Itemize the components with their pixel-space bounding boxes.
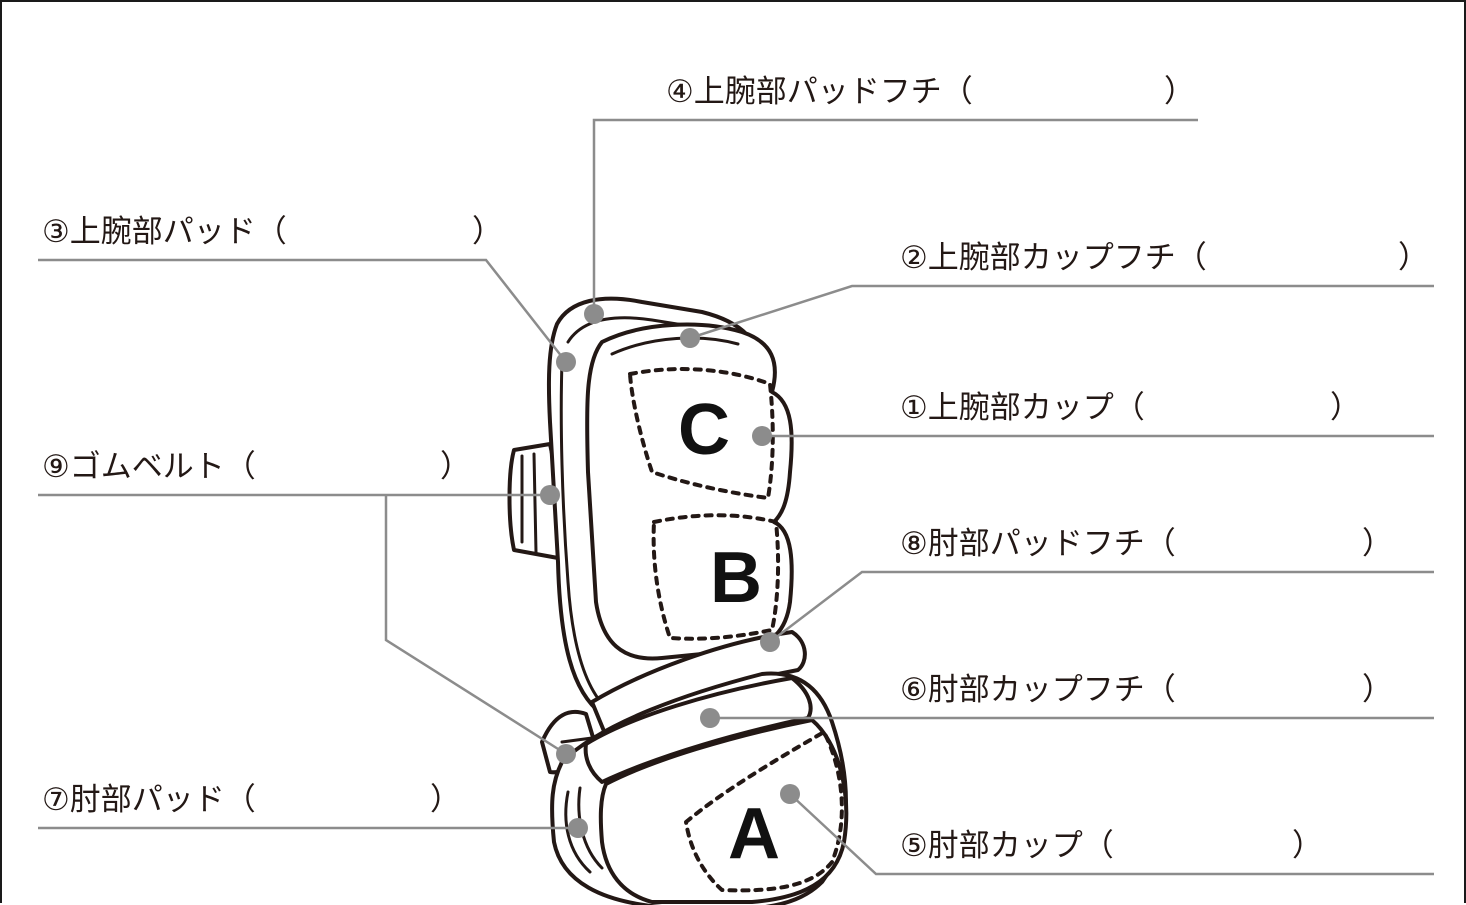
- label-number: ②: [900, 240, 928, 276]
- paren-upper-arm-cup-rim: ）: [1398, 240, 1429, 276]
- label-text: 上腕部パッドフチ（: [693, 74, 973, 110]
- label-number: ⑦: [42, 782, 70, 818]
- label-upper-arm-pad-rim: ④上腕部パッドフチ（: [666, 74, 973, 110]
- label-upper-arm-pad: ③上腕部パッド（: [42, 214, 287, 250]
- label-text: 上腕部カップ（: [927, 390, 1145, 426]
- dot-elbow-pad: [568, 818, 588, 838]
- label-elbow-pad-rim: ⑧肘部パッドフチ（: [900, 526, 1176, 562]
- label-number: ①: [900, 390, 928, 426]
- label-rubber-belt: ⑨ゴムベルト（: [42, 449, 256, 485]
- label-upper-arm-cup-rim: ②上腕部カップフチ（: [900, 240, 1207, 276]
- dot-upper-arm-pad-rim: [584, 304, 604, 324]
- dot-upper-arm-cup-rim: [680, 328, 700, 348]
- label-text: 肘部パッドフチ（: [927, 526, 1176, 562]
- leader-upper-arm-pad: [38, 258, 567, 363]
- paren-upper-arm-cup: ）: [1330, 390, 1361, 426]
- upper-arm-cup-rim-line: [610, 336, 740, 356]
- dot-elbow-cup-rim: [700, 708, 720, 728]
- label-text: 上腕部パッド（: [69, 214, 287, 250]
- label-number: ⑥: [900, 672, 928, 708]
- label-text: ゴムベルト（: [69, 449, 256, 485]
- zone-b-outline: [651, 513, 781, 641]
- leader-rubber-belt-branch: [384, 495, 567, 756]
- marker-dots: [540, 304, 800, 838]
- label-text: 上腕部カップフチ（: [927, 240, 1207, 276]
- leader-upper-arm-cup-rim: [689, 284, 1434, 340]
- label-elbow-pad: ⑦肘部パッド（: [42, 782, 256, 818]
- dot-upper-arm-pad: [556, 352, 576, 372]
- elbow-cup-shape: [598, 718, 849, 904]
- leader-lines: [38, 118, 1434, 876]
- paren-elbow-pad-rim: ）: [1362, 526, 1393, 562]
- label-text: 肘部パッド（: [69, 782, 256, 818]
- paren-upper-arm-pad-rim: ）: [1164, 74, 1195, 110]
- label-upper-arm-cup: ①上腕部カップ（: [900, 390, 1145, 426]
- upper-arm-pad-rim-line: [566, 316, 704, 344]
- label-elbow-cup: ⑤肘部カップ（: [900, 828, 1114, 864]
- paren-elbow-cup: ）: [1292, 828, 1323, 864]
- elbow-guard: [507, 296, 849, 905]
- zone-a-outline: [684, 730, 844, 893]
- label-number: ⑧: [900, 526, 928, 562]
- zone-c-outline: [628, 367, 775, 500]
- leader-elbow-cup: [789, 793, 1434, 876]
- label-elbow-cup-rim: ⑥肘部カップフチ（: [900, 672, 1176, 708]
- label-text: 肘部カップ（: [927, 828, 1114, 864]
- dot-upper-arm-cup: [752, 426, 772, 446]
- paren-elbow-pad: ）: [430, 782, 461, 818]
- zone-b-letter: B: [710, 538, 762, 618]
- zone-a-letter: A: [728, 794, 780, 874]
- zone-c-letter: C: [678, 390, 730, 470]
- paren-upper-arm-pad: ）: [472, 214, 503, 250]
- label-number: ⑨: [42, 449, 70, 485]
- paren-rubber-belt: ）: [440, 449, 471, 485]
- leader-upper-arm-pad-rim: [592, 118, 1198, 314]
- paren-elbow-cup-rim: ）: [1362, 672, 1393, 708]
- label-number: ④: [666, 74, 694, 110]
- leader-elbow-pad-rim: [769, 570, 1434, 643]
- dot-rubber-belt-2: [556, 744, 576, 764]
- dot-elbow-cup: [780, 784, 800, 804]
- label-text: 肘部カップフチ（: [927, 672, 1176, 708]
- dot-rubber-belt: [540, 485, 560, 505]
- label-number: ⑤: [900, 828, 928, 864]
- label-number: ③: [42, 214, 70, 250]
- dot-elbow-pad-rim: [760, 632, 780, 652]
